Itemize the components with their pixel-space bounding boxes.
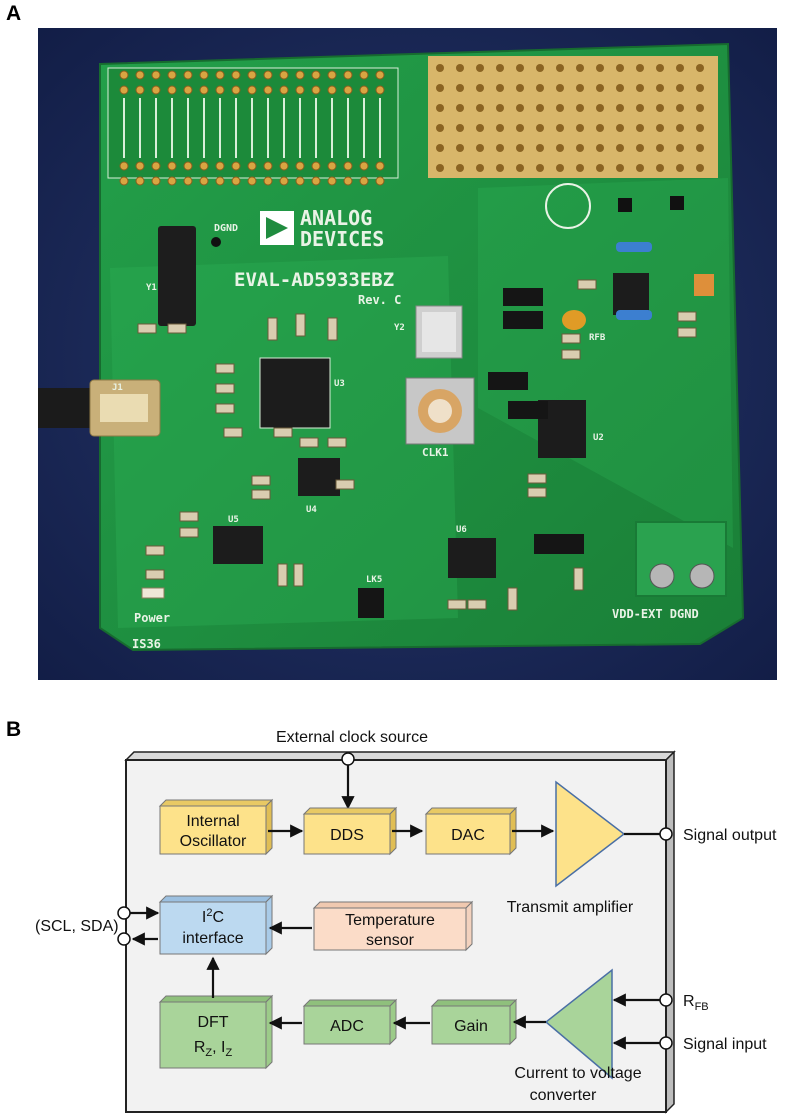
svg-text:U5: U5 (228, 515, 239, 525)
clock-pin (341, 752, 355, 766)
board-rev: Rev. C (358, 293, 401, 307)
svg-text:U3: U3 (334, 379, 345, 389)
internal-oscillator-block (159, 805, 267, 855)
rohs-badge (545, 183, 591, 229)
jumper-lk1 (503, 288, 543, 306)
external-clock-label: External clock source (276, 729, 428, 746)
current-to-voltage-converter (544, 968, 613, 1080)
chip-opamp (613, 273, 649, 315)
chip-u3 (259, 357, 331, 429)
passive-components (137, 279, 697, 611)
temp-line2: sensor (366, 932, 415, 949)
dds-label: DDS (330, 827, 364, 844)
dft-line2: RZ, IZ (194, 1039, 233, 1059)
dgnd-top-label: DGND (214, 223, 238, 234)
blue-resistor-1 (616, 242, 652, 252)
transmit-amplifier-label: Transmit amplifier (507, 899, 634, 916)
chip-u6 (448, 538, 496, 578)
eval-board-photo: ANALOG DEVICES EVAL-AD5933EBZ Rev. C DGN… (38, 28, 777, 680)
svg-text:Y1: Y1 (146, 283, 157, 293)
ctv-line1: Current to voltage (514, 1065, 641, 1082)
brand-line2: DEVICES (300, 227, 384, 251)
signal-input-label: Signal input (683, 1036, 767, 1053)
transmit-amplifier (555, 780, 626, 888)
crystal-y1 (158, 226, 196, 326)
panel-a-letter: A (6, 2, 22, 25)
temperature-sensor-block (313, 907, 467, 951)
block-diagram: External clock source Internal Oscillato… (35, 729, 777, 1114)
chip-top-edge (124, 751, 676, 761)
serial-label: IS36 (132, 637, 161, 651)
jumper-ab (534, 534, 584, 554)
jumper-lk4 (508, 401, 548, 419)
dac-block (425, 813, 511, 855)
power-label: Power (134, 611, 170, 625)
i2c-line1: I2C (202, 907, 224, 926)
signal-output-label: Signal output (683, 827, 777, 844)
signal-input-pin (659, 1036, 673, 1050)
dac-label: DAC (451, 827, 485, 844)
gain-label: Gain (454, 1018, 488, 1035)
scl-sda-label: (SCL, SDA) (35, 918, 119, 935)
rfb-label: RFB (683, 993, 709, 1013)
dft-line1: DFT (197, 1014, 228, 1031)
oscillator-line1: Internal (186, 813, 239, 830)
orange-capacitor-2 (694, 274, 714, 296)
signal-output-pin (659, 827, 673, 841)
scl-sda-pin-1 (117, 906, 131, 920)
analog-devices-logo: ANALOG DEVICES (260, 206, 384, 251)
scl-sda-pin-2 (117, 932, 131, 946)
gain-block (431, 1005, 511, 1045)
i2c-line2: interface (182, 930, 243, 947)
jumper-lk2 (503, 311, 543, 329)
board-model: EVAL-AD5933EBZ (234, 269, 394, 291)
dft-block (159, 1001, 267, 1069)
terminal-label: VDD-EXT DGND (612, 607, 699, 621)
rfb-pin (659, 993, 673, 1007)
orange-capacitor (562, 310, 586, 330)
header-pins (119, 70, 385, 186)
prototype-holes (436, 64, 704, 172)
jumper-lk5 (358, 588, 384, 618)
terminal-block (635, 521, 727, 597)
svg-text:U4: U4 (306, 505, 317, 515)
temp-line1: Temperature (345, 912, 435, 929)
svg-text:U6: U6 (456, 525, 467, 535)
chip-side-edge (665, 750, 675, 1114)
adc-block (303, 1005, 391, 1045)
blue-resistor-2 (616, 310, 652, 320)
dds-block (303, 813, 391, 855)
clk-label: CLK1 (422, 446, 449, 459)
chip-u4 (298, 458, 340, 496)
brand-line1: ANALOG (300, 206, 372, 230)
svg-text:J1: J1 (112, 383, 123, 393)
svg-text:Y2: Y2 (394, 323, 405, 333)
adc-label: ADC (330, 1018, 364, 1035)
ctv-line2: converter (530, 1087, 597, 1104)
chip-u5 (213, 526, 263, 564)
prototype-area (428, 56, 718, 178)
i2c-interface-block (159, 901, 267, 955)
oscillator-line2: Oscillator (180, 833, 247, 850)
panel-b-letter: B (6, 718, 22, 741)
svg-text:U2: U2 (593, 433, 604, 443)
svg-text:RFB: RFB (589, 333, 606, 343)
jumper-lk3 (488, 372, 528, 390)
svg-text:LK5: LK5 (366, 575, 382, 585)
